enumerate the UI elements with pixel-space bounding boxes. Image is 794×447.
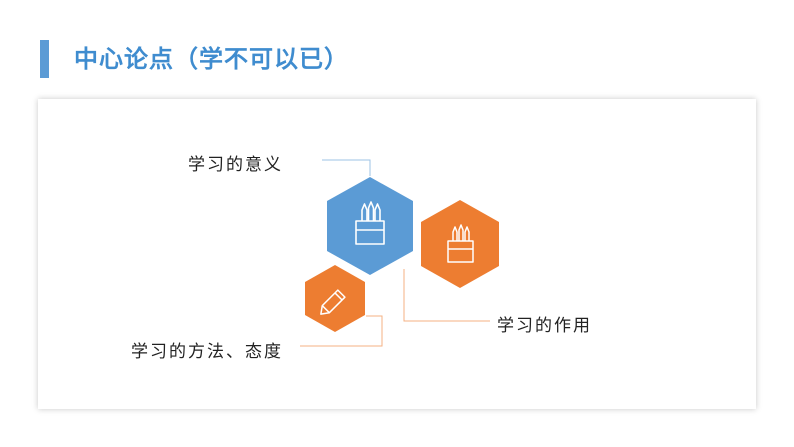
label-meaning: 学习的意义 [188, 155, 283, 175]
pencil-icon [320, 289, 346, 315]
hexagon-method [305, 265, 365, 332]
pencil-cup-icon [355, 201, 385, 245]
connector-line-meaning [322, 159, 371, 176]
connector-line-use [403, 269, 490, 322]
pencil-cup-icon [447, 224, 474, 263]
hexagon-use [421, 200, 499, 288]
label-method: 学习的方法、态度 [131, 342, 283, 362]
label-use: 学习的作用 [497, 316, 592, 336]
hexagon-meaning [327, 177, 413, 275]
slide-title: 中心论点（学不可以已） [74, 45, 349, 73]
connector-line-method [300, 315, 383, 347]
title-accent-bar [40, 40, 49, 78]
